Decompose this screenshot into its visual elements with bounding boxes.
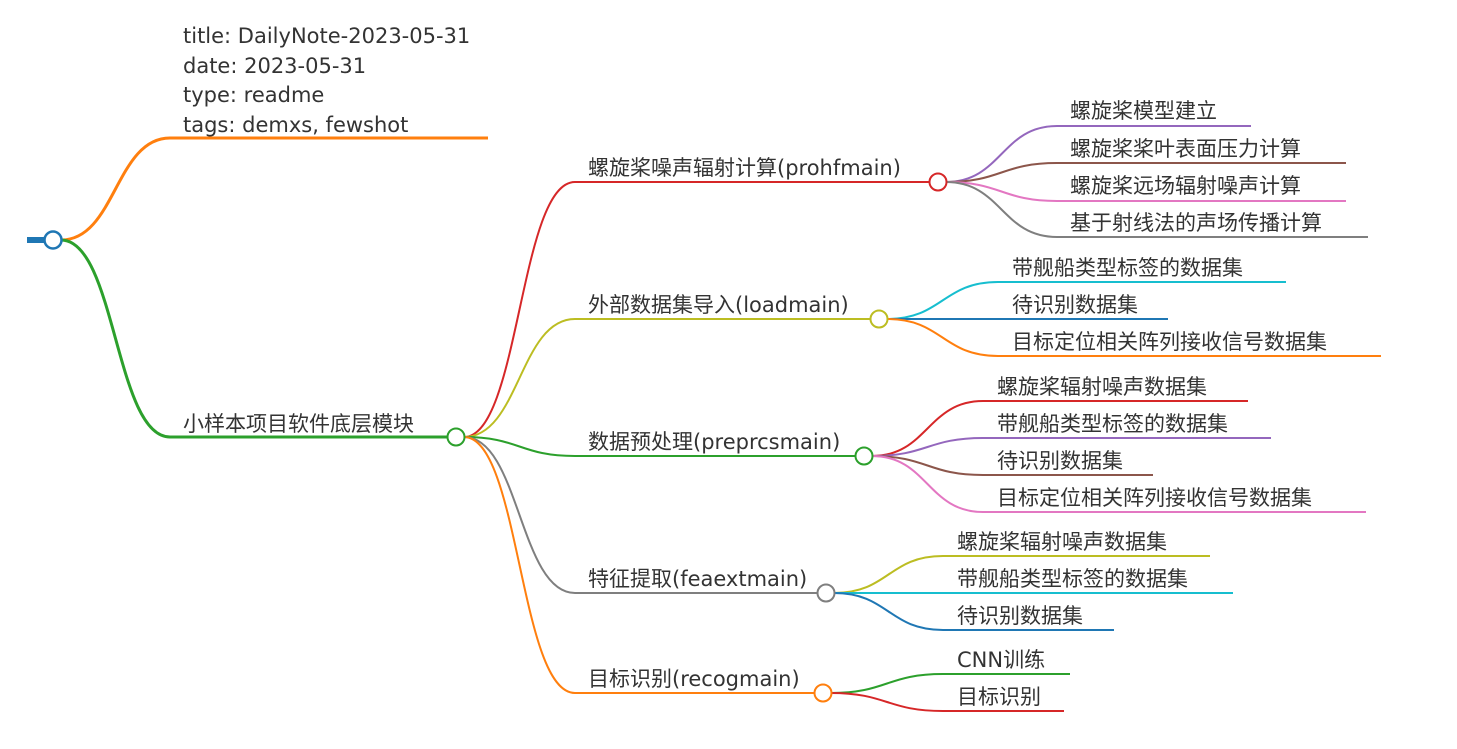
leaf-link [830, 692, 944, 712]
leaf-label: 待识别数据集 [997, 449, 1123, 473]
main-node-collapse-circle[interactable] [446, 427, 466, 447]
leaf-link [871, 400, 984, 457]
leaf-label: CNN训练 [957, 648, 1045, 672]
branch-label-preprcsmain: 数据预处理(preprcsmain) [588, 430, 840, 454]
meta-line-tags: tags: demxs, fewshot [183, 113, 408, 137]
branch-collapse-circle[interactable] [928, 172, 948, 192]
leaf-link [833, 592, 944, 631]
leaf-label: 带舰船类型标签的数据集 [1012, 256, 1243, 280]
branch-label-prohfmain: 螺旋桨噪声辐射计算(prohfmain) [588, 156, 901, 180]
leaf-label: 螺旋桨远场辐射噪声计算 [1070, 174, 1301, 198]
leaf-link [871, 455, 984, 513]
leaf-label: 螺旋桨模型建立 [1070, 99, 1217, 123]
leaf-label: 基于射线法的声场传播计算 [1070, 211, 1322, 235]
mindmap-links [60, 125, 1058, 712]
leaf-label: 待识别数据集 [957, 604, 1083, 628]
leaf-label: 螺旋桨桨叶表面压力计算 [1070, 137, 1301, 161]
branch-label-loadmain: 外部数据集导入(loadmain) [588, 293, 849, 317]
branch-collapse-circle[interactable] [816, 583, 836, 603]
branch-label-feaextmain: 特征提取(feaextmain) [588, 567, 807, 591]
branch-collapse-circle[interactable] [854, 446, 874, 466]
leaf-link [886, 318, 999, 357]
branch-link [463, 436, 576, 594]
leaf-label: 目标定位相关阵列接收信号数据集 [1012, 330, 1327, 354]
leaf-link [871, 437, 984, 457]
root-collapse-circle[interactable] [43, 230, 63, 250]
leaf-label: 待识别数据集 [1012, 293, 1138, 317]
meta-link [60, 136, 171, 242]
branch-link [463, 318, 576, 438]
branch-collapse-circle[interactable] [869, 309, 889, 329]
branch-collapse-circle[interactable] [813, 683, 833, 703]
branch-link [463, 181, 576, 438]
leaf-link [886, 281, 999, 320]
leaf-label: 带舰船类型标签的数据集 [997, 412, 1228, 436]
leaf-link [871, 455, 984, 476]
leaf-label: 目标识别 [957, 685, 1041, 709]
meta-line-date: date: 2023-05-31 [183, 54, 366, 78]
mindmap-collapse-circles [446, 172, 948, 703]
leaf-link [945, 125, 1058, 183]
meta-line-type: type: readme [183, 83, 324, 107]
branch-link [463, 436, 576, 694]
mindmap-underlines [170, 125, 1381, 712]
leaf-link [833, 555, 944, 594]
leaf-link [945, 181, 1058, 202]
leaf-label: 螺旋桨辐射噪声数据集 [997, 375, 1207, 399]
main-link [60, 238, 171, 439]
leaf-label: 目标定位相关阵列接收信号数据集 [997, 486, 1312, 510]
main-node-label: 小样本项目软件底层模块 [183, 412, 414, 436]
leaf-label: 螺旋桨辐射噪声数据集 [957, 530, 1167, 554]
meta-line-title: title: DailyNote-2023-05-31 [183, 24, 470, 48]
leaf-link [945, 181, 1058, 238]
branch-link [463, 436, 576, 457]
leaf-link [830, 673, 944, 694]
branch-label-recogmain: 目标识别(recogmain) [588, 667, 800, 691]
meta-node: title: DailyNote-2023-05-31 date: 2023-0… [183, 24, 470, 137]
leaf-link [945, 162, 1058, 183]
leaf-label: 带舰船类型标签的数据集 [957, 567, 1188, 591]
